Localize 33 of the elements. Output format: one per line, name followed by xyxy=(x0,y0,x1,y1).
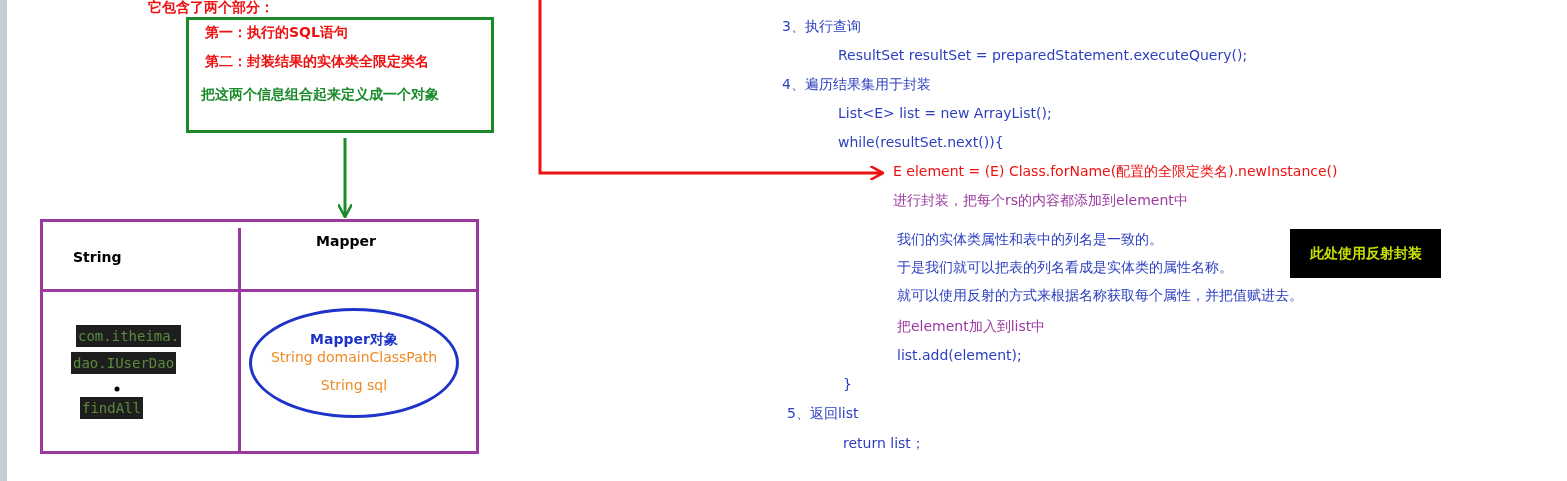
column-header: String xyxy=(73,249,122,265)
code-text: List<E> list = new ArrayList(); xyxy=(838,105,1052,121)
code-text: 进行封装，把每个rs的内容都添加到element中 xyxy=(893,192,1188,210)
code-text: 5、返回list xyxy=(787,405,859,423)
code-text: list.add(element); xyxy=(897,347,1022,363)
code-text: 我们的实体类属性和表中的列名是一致的。 xyxy=(897,231,1163,249)
arrow xyxy=(538,0,885,182)
text-box xyxy=(186,17,494,133)
code-text: while(resultSet.next()){ xyxy=(838,134,1004,150)
code-text: 把element加入到list中 xyxy=(897,318,1046,336)
heading-text: 它包含了两个部分： xyxy=(148,0,274,17)
field-text: String domainClassPath xyxy=(269,349,439,365)
code-text: dao.IUserDao xyxy=(71,352,177,374)
code-text: findAll xyxy=(80,397,143,419)
column-header: Mapper xyxy=(316,233,376,249)
ellipse-title: Mapper对象 xyxy=(309,331,399,349)
box-text: 把这两个信息组合起来定义成一个对象 xyxy=(201,86,439,104)
code-text: com.itheima. xyxy=(76,325,182,347)
code-text: 3、执行查询 xyxy=(782,18,861,36)
code-text: } xyxy=(843,376,852,392)
field-text: String sql xyxy=(319,377,389,393)
code-text: E element = (E) Class.forName(配置的全限定类名).newInstance() xyxy=(893,163,1338,181)
code-text: 就可以使用反射的方式来根据名称获取每个属性，并把值赋进去。 xyxy=(897,287,1303,305)
box-text: 第二：封装结果的实体类全限定类名 xyxy=(205,53,429,71)
code-text: return list； xyxy=(843,435,925,453)
arrow xyxy=(336,138,354,219)
code-text: ResultSet resultSet = preparedStatement.executeQuery(); xyxy=(838,47,1248,63)
code-text: 4、遍历结果集用于封装 xyxy=(782,76,931,94)
table xyxy=(40,219,479,454)
code-text: 于是我们就可以把表的列名看成是实体类的属性名称。 xyxy=(897,259,1233,277)
box-text: 第一：执行的SQL语句 xyxy=(205,24,348,42)
note-box: 此处使用反射封装 xyxy=(1290,229,1441,278)
ellipse xyxy=(249,308,459,418)
